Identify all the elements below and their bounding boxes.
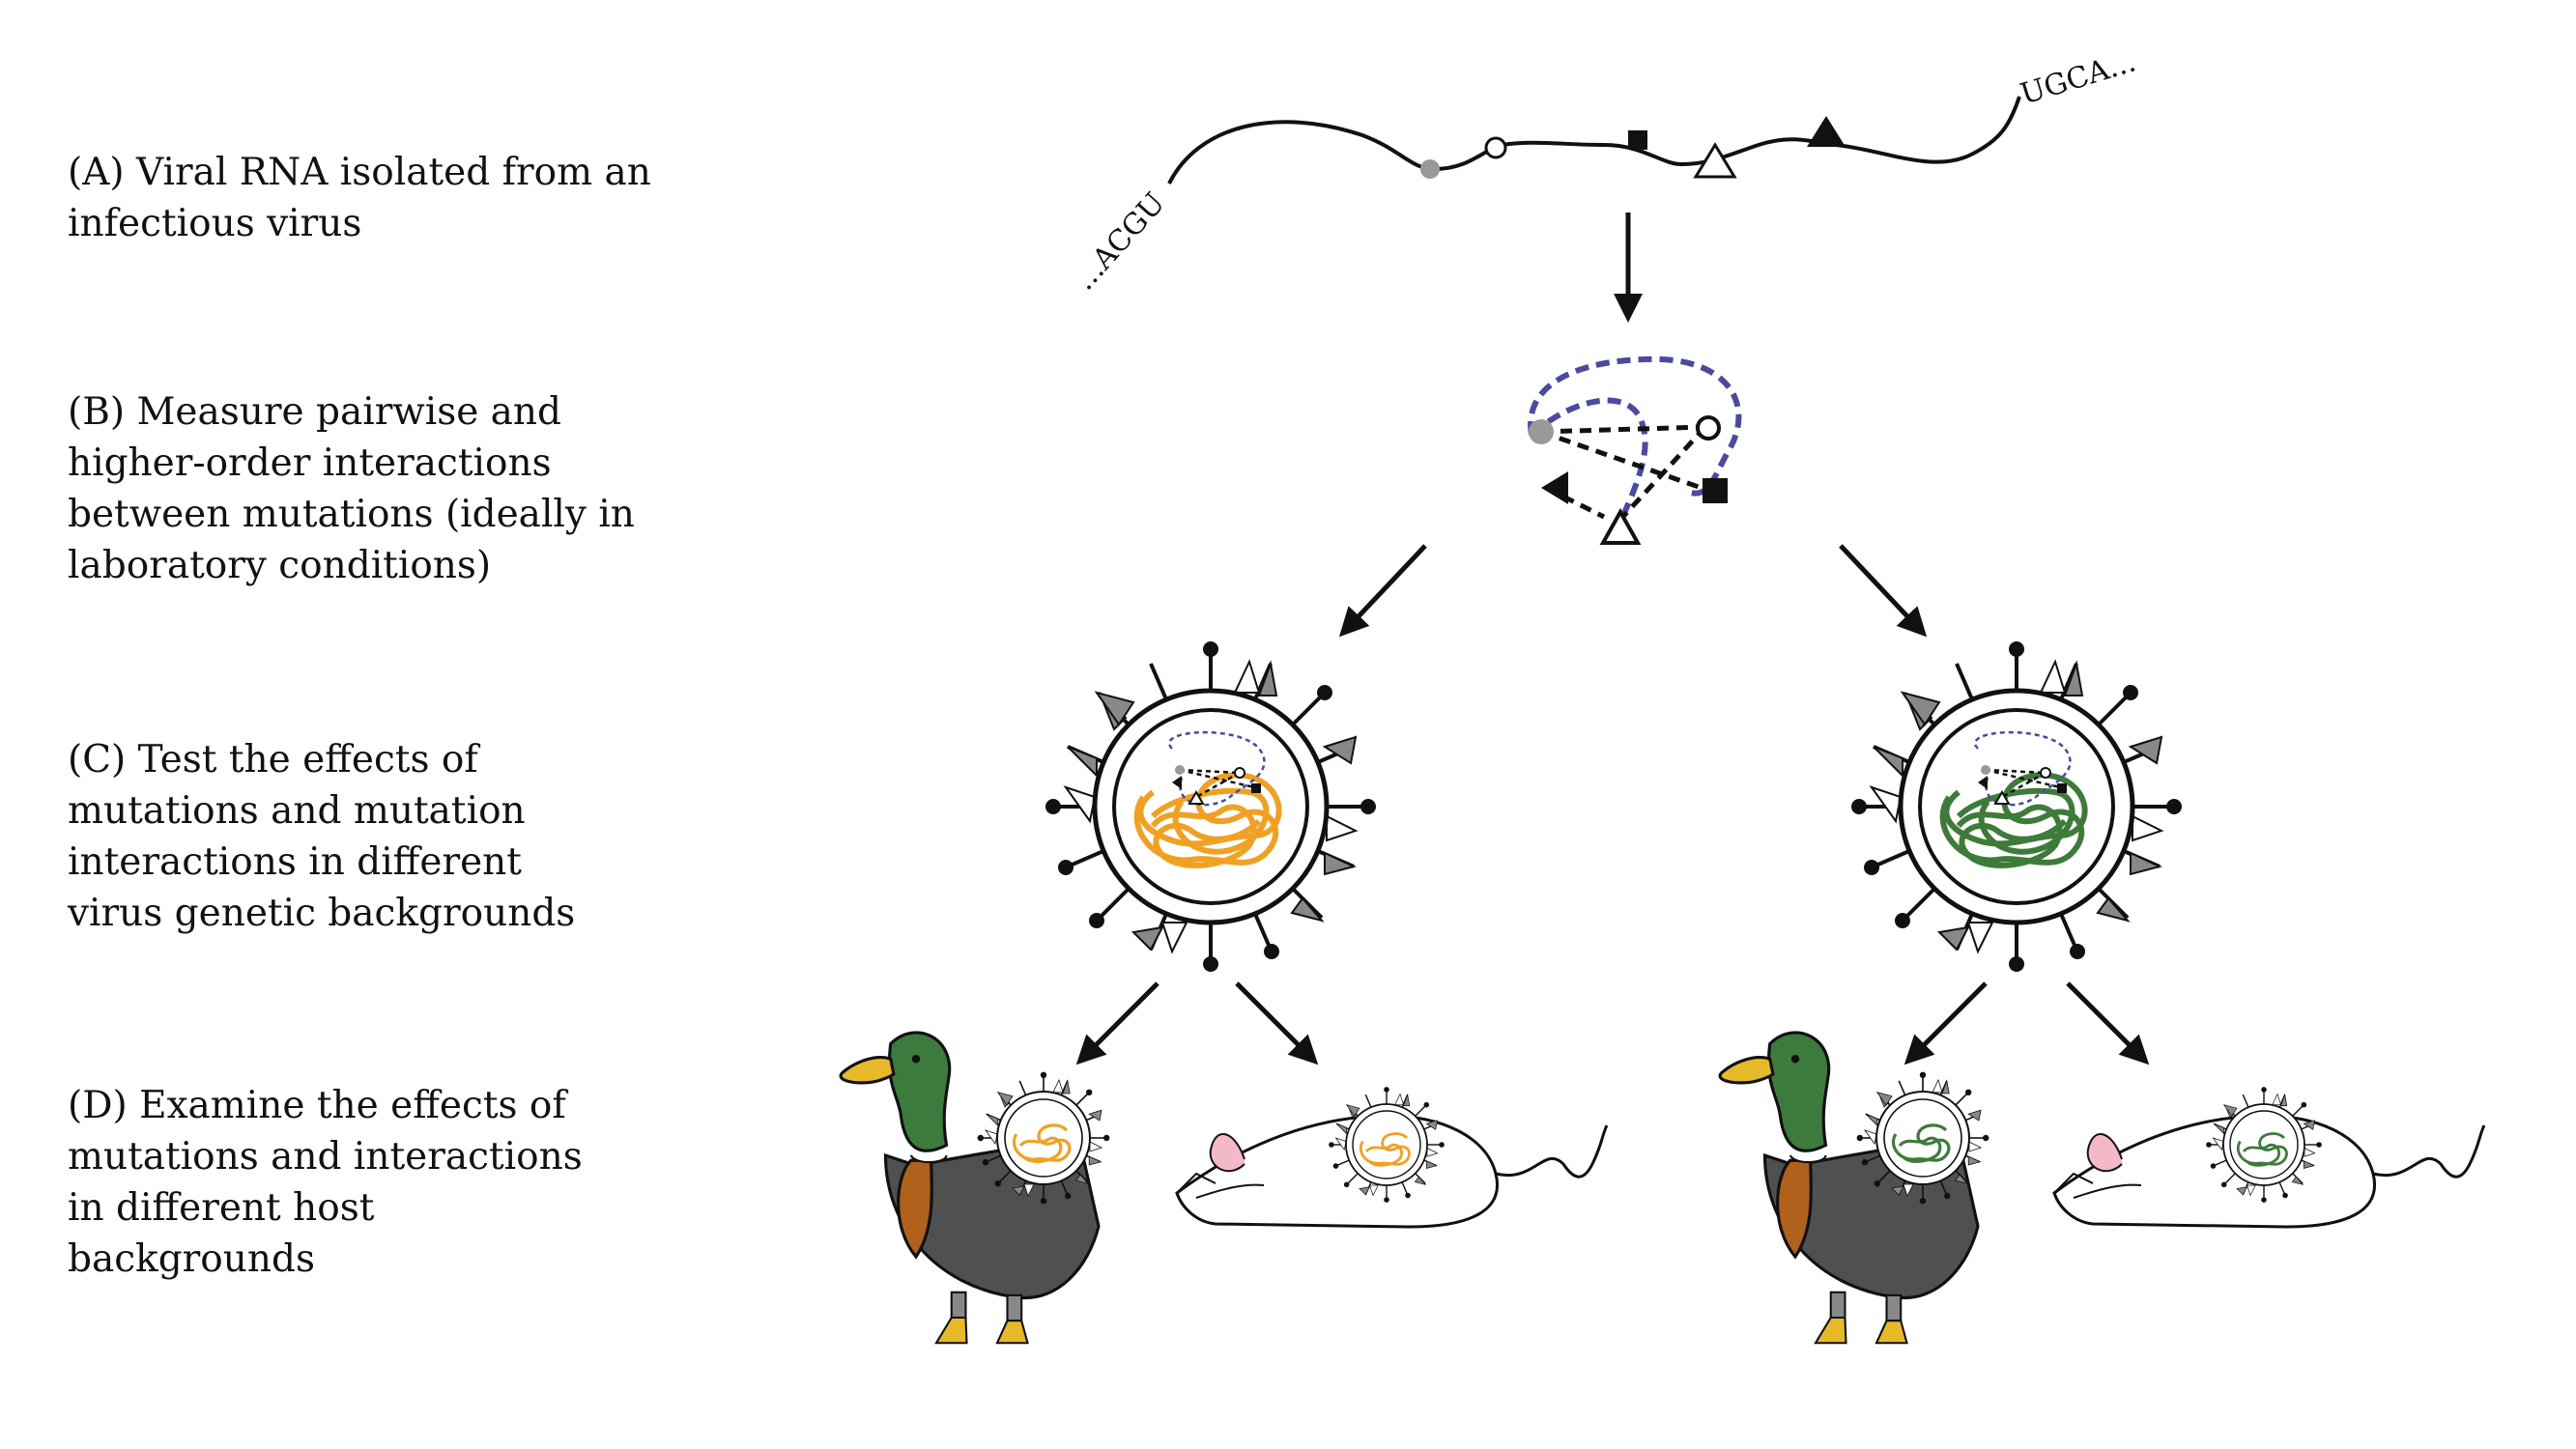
interaction-network [1528, 355, 1742, 545]
step-b-text: (B) Measure pairwise and higher-order in… [68, 390, 635, 587]
arrow-icon [1903, 981, 1988, 1065]
arrow-icon [1235, 981, 1319, 1065]
step-c-text: (C) Test the effects of mutations and mu… [68, 738, 576, 935]
duck-icon [1718, 1031, 1980, 1345]
step-d-text: (D) Examine the effects of mutations and… [68, 1084, 583, 1281]
virus-icon [976, 1070, 1111, 1206]
virus-icon [1855, 1070, 1990, 1206]
triangle-mutation-icon [1693, 142, 1737, 179]
virus-icon [1851, 641, 2182, 972]
step-a-text: (A) Viral RNA isolated from an infectiou… [68, 151, 651, 245]
virus-icon [2205, 1086, 2323, 1204]
arrow-icon [1075, 981, 1159, 1065]
filled-triangle-mutation-icon [1807, 116, 1846, 147]
rna-right-label: UGCA... [2017, 44, 2139, 111]
duck-icon [839, 1031, 1101, 1345]
circle-mutation-grey-icon [1529, 419, 1554, 444]
arrow-icon [1338, 544, 1427, 638]
square-mutation-icon [1703, 478, 1728, 503]
circle-mutation-grey-icon [1420, 159, 1440, 179]
arrow-icon [2066, 981, 2150, 1065]
filled-triangle-mutation-icon [1541, 471, 1568, 504]
rna-left-label: ...ACGU [1068, 186, 1172, 297]
circle-mutation-icon [1696, 415, 1721, 440]
triangle-mutation-icon [1599, 507, 1642, 545]
circle-mutation-icon [1484, 136, 1507, 159]
rna-strand [1167, 96, 2021, 185]
virus-icon [1328, 1086, 1445, 1204]
virus-icon [1045, 641, 1376, 972]
arrow-icon [1839, 544, 1928, 638]
square-mutation-icon [1628, 130, 1647, 150]
